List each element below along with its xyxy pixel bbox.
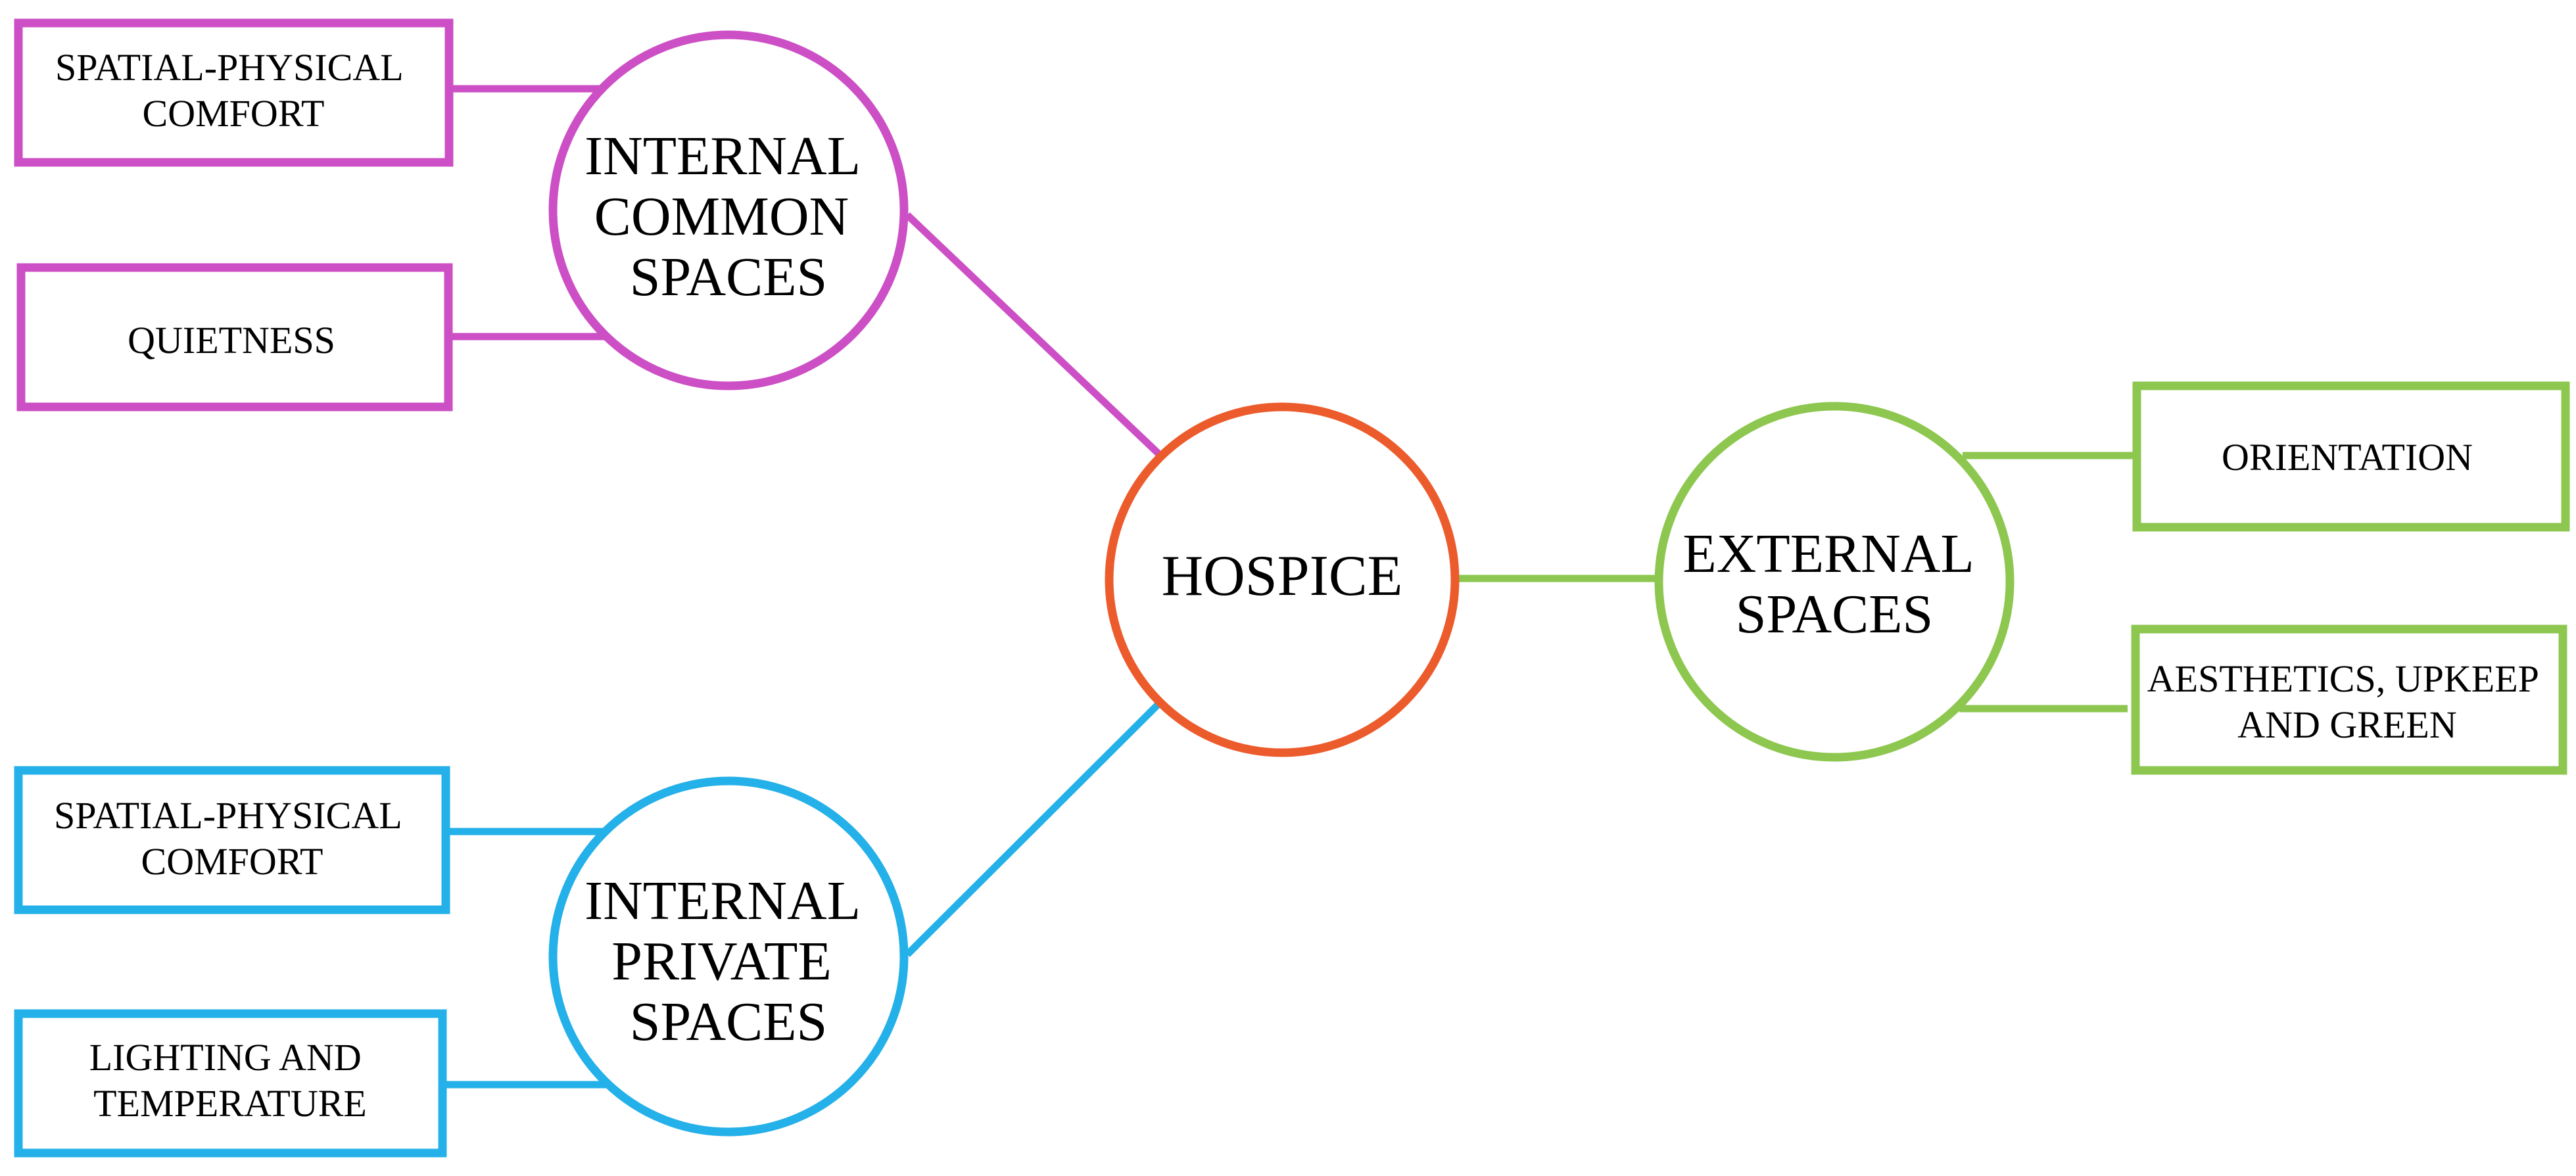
item-label: SPATIAL-PHYSICAL COMFORT bbox=[55, 46, 412, 135]
item-box bbox=[14, 766, 450, 914]
external-branch: EXTERNAL SPACES ORIENTATION AESTHETICS, … bbox=[1654, 381, 2570, 775]
internal-private-label: INTERNAL PRIVATE SPACES bbox=[584, 870, 872, 1052]
item-box bbox=[2132, 381, 2570, 532]
hub-circle bbox=[1105, 402, 1460, 757]
item-box bbox=[2131, 624, 2567, 775]
item-label: QUIETNESS bbox=[128, 319, 335, 362]
internal-private-item-lighting: LIGHTING AND TEMPERATURE bbox=[14, 1009, 447, 1158]
external-circle bbox=[1654, 402, 2015, 762]
hub-node: HOSPICE bbox=[1105, 402, 1460, 757]
internal-private-branch: INTERNAL PRIVATE SPACES SPATIAL-PHYSICAL… bbox=[14, 766, 909, 1158]
connector-hub-internal-private bbox=[905, 697, 1165, 957]
connectors bbox=[444, 85, 2135, 1089]
external-item-orientation: ORIENTATION bbox=[2132, 381, 2570, 532]
external-item-aesthetics: AESTHETICS, UPKEEP AND GREEN bbox=[2131, 624, 2567, 775]
hub-label: HOSPICE bbox=[1162, 544, 1403, 608]
item-label: SPATIAL-PHYSICAL COMFORT bbox=[54, 794, 410, 883]
internal-common-item-spatial: SPATIAL-PHYSICAL COMFORT bbox=[14, 18, 454, 167]
internal-common-label: INTERNAL COMMON SPACES bbox=[584, 126, 872, 308]
item-box bbox=[16, 263, 453, 412]
internal-private-circle bbox=[548, 776, 909, 1137]
item-label: AESTHETICS, UPKEEP AND GREEN bbox=[2147, 657, 2548, 746]
internal-private-item-spatial: SPATIAL-PHYSICAL COMFORT bbox=[14, 766, 450, 914]
item-box bbox=[14, 1009, 447, 1158]
item-box bbox=[14, 18, 454, 167]
internal-common-circle bbox=[548, 30, 909, 390]
item-label: LIGHTING AND TEMPERATURE bbox=[89, 1036, 371, 1125]
internal-common-branch: INTERNAL COMMON SPACES SPATIAL-PHYSICAL … bbox=[14, 18, 909, 412]
internal-common-item-quietness: QUIETNESS bbox=[16, 263, 453, 412]
connector-hub-internal-common bbox=[905, 212, 1161, 456]
item-label: ORIENTATION bbox=[2222, 436, 2473, 479]
external-label: EXTERNAL SPACES bbox=[1682, 523, 1986, 645]
